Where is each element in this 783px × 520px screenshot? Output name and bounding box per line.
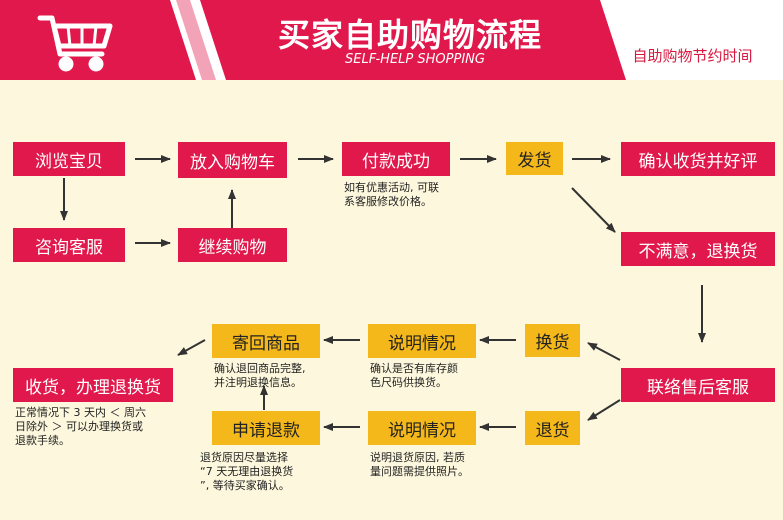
step-receive-return: 收货，办理退换货	[13, 368, 173, 402]
step-refund: 退货	[525, 411, 580, 445]
step-confirm-receipt: 确认收货并好评	[621, 142, 775, 176]
note-line: 说明退货原因, 若质	[370, 451, 465, 464]
page-title: 买家自助购物流程	[277, 16, 542, 54]
note-line: 如有优惠活动, 可联	[344, 181, 439, 194]
arrow-after-sales-to-refund	[587, 399, 621, 421]
shopping-cart-icon	[37, 15, 113, 72]
slogan-text: 自助购物节约时间	[632, 47, 753, 65]
note-receive-return: 正常情况下 3 天内 ＜ 周六 日除外 ＞ 可以办理换货或 退款手续。	[15, 406, 190, 448]
arrow-return-to-receive	[177, 339, 206, 356]
step-continue-shopping: 继续购物	[178, 228, 287, 262]
note-return-goods: 确认退回商品完整, 并注明退换信息。	[214, 362, 354, 390]
note-payment: 如有优惠活动, 可联 系客服修改价格。	[344, 181, 484, 209]
step-return-goods: 寄回商品	[212, 324, 320, 358]
step-consult-service: 咨询客服	[13, 228, 125, 262]
step-explain-refund: 说明情况	[368, 411, 476, 445]
arrow-ship-to-unsatisfied	[571, 187, 616, 233]
step-ship: 发货	[506, 142, 563, 175]
page-subtitle: SELF-HELP SHOPPING	[345, 52, 485, 67]
arrow-after-sales-to-exchange	[587, 342, 621, 361]
step-unsatisfied: 不满意，退换货	[621, 232, 775, 266]
note-line: 日除外 ＞ 可以办理换货或	[15, 420, 143, 433]
note-line: 正常情况下 3 天内 ＜ 周六	[15, 406, 146, 419]
step-browse: 浏览宝贝	[13, 142, 125, 176]
step-apply-refund: 申请退款	[212, 411, 320, 445]
note-apply-refund: 退货原因尽量选择 “7 天无理由退换货 ”, 等待买家确认。	[200, 451, 350, 493]
step-add-to-cart: 放入购物车	[178, 142, 287, 178]
note-line: ”, 等待买家确认。	[200, 479, 290, 492]
step-exchange: 换货	[525, 324, 580, 357]
note-line: 系客服修改价格。	[344, 195, 432, 208]
note-line: “7 天无理由退换货	[200, 465, 294, 478]
step-payment-success: 付款成功	[342, 142, 450, 176]
note-explain-refund: 说明退货原因, 若质 量问题需提供照片。	[370, 451, 510, 479]
note-line: 量问题需提供照片。	[370, 465, 469, 478]
note-line: 并注明退换信息。	[214, 376, 302, 389]
note-explain-exchange: 确认是否有库存颜 色尺码供换货。	[370, 362, 510, 390]
note-line: 确认是否有库存颜	[370, 362, 458, 375]
note-line: 色尺码供换货。	[370, 376, 447, 389]
step-explain-exchange: 说明情况	[368, 324, 476, 358]
note-line: 确认退回商品完整,	[214, 362, 306, 375]
header-banner	[0, 0, 783, 80]
step-contact-after-sales: 联络售后客服	[621, 368, 775, 402]
note-line: 退货原因尽量选择	[200, 451, 288, 464]
note-line: 退款手续。	[15, 434, 70, 447]
